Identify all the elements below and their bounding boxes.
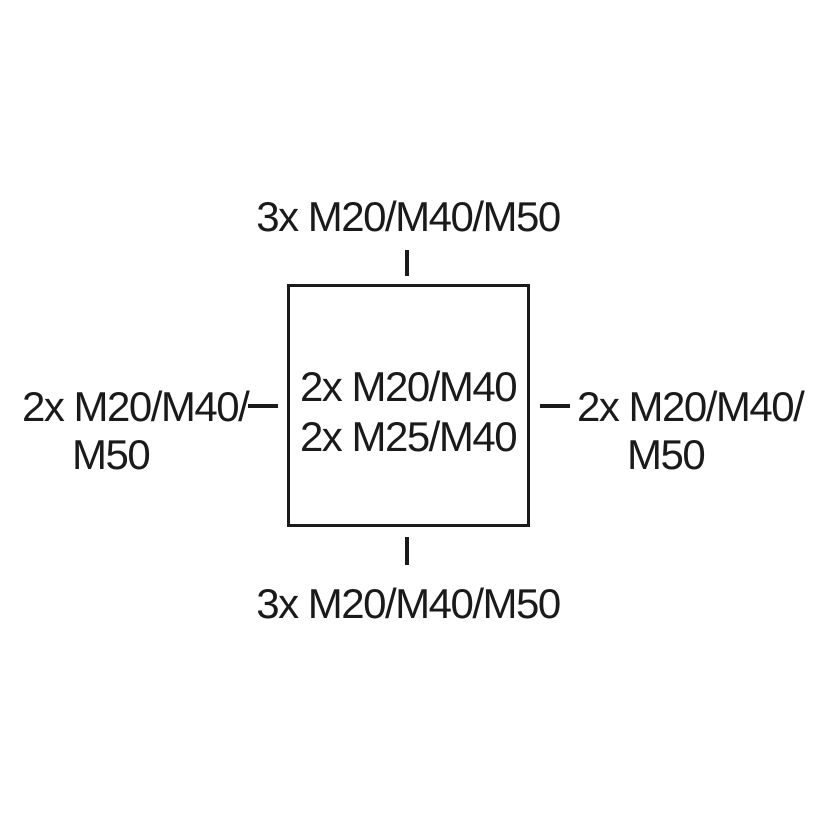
right-entry-line2: M50 [627,431,706,478]
left-entry-dash [248,404,278,408]
right-entry-line1: 2x M20/M40/ [577,383,805,430]
enclosure-box [287,284,530,527]
top-entry-label: 3x M20/M40/M50 [256,193,561,240]
bottom-entry-tick [405,537,409,565]
right-entry-dash [540,404,570,408]
left-entry-line2: M50 [72,431,151,478]
right-entry-label: 2x M20/M40/ M50 [577,383,805,479]
left-entry-label: 2x M20/M40/ M50 [22,383,250,479]
box-entry-labels: 2x M20/M40 2x M25/M40 [299,362,518,462]
box-entry-line2: 2x M25/M40 [299,413,518,460]
box-entry-line1: 2x M20/M40 [299,363,518,410]
top-entry-tick [405,250,409,276]
left-entry-line1: 2x M20/M40/ [22,383,250,430]
bottom-entry-label: 3x M20/M40/M50 [256,580,561,627]
